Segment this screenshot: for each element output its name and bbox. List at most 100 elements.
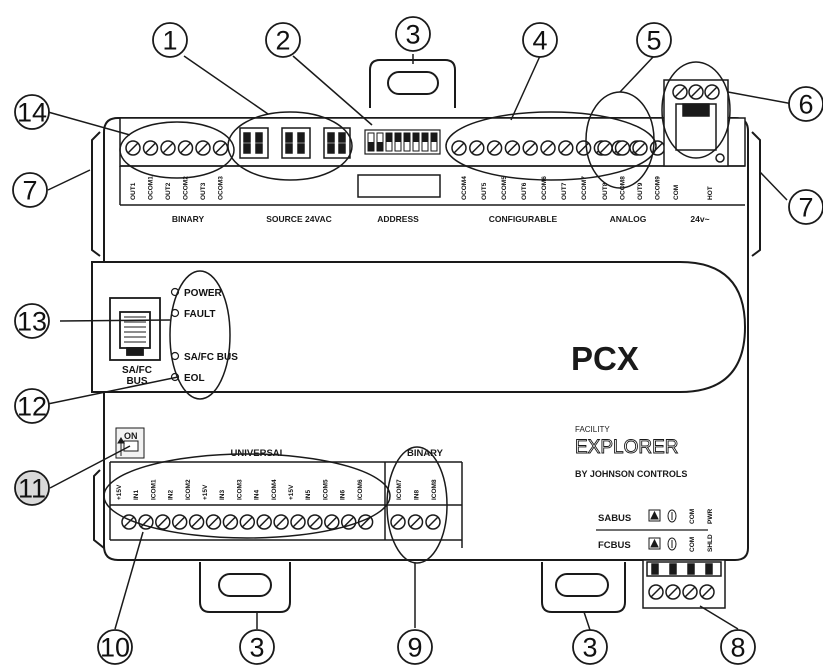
sabus-pwr-label: PWR — [707, 509, 714, 524]
fcbus-label: FCBUS — [598, 540, 631, 551]
terminal-label: +15V — [202, 484, 209, 500]
universal-input-screw[interactable] — [239, 514, 256, 530]
terminal-label: IN5 — [305, 490, 312, 501]
binary-output-screw[interactable] — [142, 140, 159, 156]
callout-number: 3 — [405, 20, 420, 50]
universal-input-screw[interactable] — [138, 514, 154, 530]
source-24vac-jumpers[interactable] — [239, 127, 351, 159]
bottom-mounting-clip-left — [199, 562, 291, 613]
universal-input-screw[interactable] — [256, 514, 272, 530]
configurable-output-screw[interactable] — [575, 140, 592, 156]
binary-output-screw[interactable] — [177, 140, 194, 156]
eol-switch[interactable] — [115, 427, 145, 459]
leader-lines — [37, 54, 794, 631]
dip-switch-lever[interactable] — [403, 132, 411, 152]
callout-number: 11 — [18, 474, 46, 504]
top-mounting-clip — [369, 59, 456, 108]
configurable-output-screw[interactable] — [469, 140, 485, 156]
terminal-label: IN6 — [340, 490, 347, 501]
terminal-label: ICOM7 — [396, 479, 403, 500]
universal-input-screw[interactable] — [273, 514, 289, 530]
configurable-output-screw[interactable] — [540, 140, 556, 156]
terminal-label: HOT — [707, 186, 714, 200]
fcbus-com-label: COM — [689, 537, 696, 552]
led-label-power: POWER — [184, 288, 223, 299]
callout-6: 6 — [788, 86, 823, 122]
analog-output-screw[interactable] — [614, 140, 631, 156]
terminal-label: OCOM1 — [148, 176, 155, 200]
universal-input-screw[interactable] — [290, 514, 306, 530]
universal-input-screw[interactable] — [188, 514, 205, 530]
binary-input-screw[interactable] — [407, 514, 424, 530]
universal-input-screw[interactable] — [324, 514, 340, 530]
callout-9: 9 — [397, 629, 433, 665]
configurable-output-screw[interactable] — [486, 140, 503, 156]
binary-output-screw[interactable] — [125, 140, 141, 156]
binary-output-screw[interactable] — [195, 140, 211, 156]
address-dip-switch[interactable] — [364, 129, 441, 155]
binary-input-screw[interactable] — [390, 514, 406, 530]
dip-switch-lever[interactable] — [376, 132, 384, 152]
source-24vac-label: SOURCE 24VAC — [266, 214, 332, 224]
led-label-sa-fc-bus: SA/FC BUS — [184, 352, 238, 363]
configurable-output-screw[interactable] — [522, 140, 538, 156]
callout-5: 5 — [636, 22, 672, 58]
dip-switch-lever[interactable] — [412, 132, 420, 152]
dip-switch-lever[interactable] — [385, 132, 393, 152]
callout-number: 12 — [17, 392, 47, 422]
fc-bus-connector[interactable] — [642, 559, 726, 609]
top-group-labels: BINARY SOURCE 24VAC ADDRESS CONFIGURABLE… — [172, 214, 710, 224]
terminal-label: ICOM1 — [150, 479, 157, 500]
dip-switch-lever[interactable] — [430, 132, 438, 152]
terminal-label: OUT3 — [200, 182, 207, 200]
terminal-label: OUT8 — [602, 182, 609, 200]
configurable-output-screw[interactable] — [451, 140, 467, 156]
analog-output-screw[interactable] — [632, 140, 648, 156]
binary-input-screw[interactable] — [425, 514, 441, 530]
universal-input-screw[interactable] — [340, 514, 357, 530]
sa-fc-bus-port[interactable] — [109, 297, 161, 361]
terminal-label: OCOM7 — [581, 176, 588, 200]
terminal-label: ICOM4 — [271, 479, 278, 500]
universal-input-screw[interactable] — [171, 514, 188, 530]
callout-8: 8 — [720, 629, 756, 665]
binary-output-screw[interactable] — [212, 140, 229, 156]
address-label: ADDRESS — [377, 214, 419, 224]
configurable-output-screw[interactable] — [504, 140, 521, 156]
terminal-label: IN1 — [133, 490, 140, 501]
24v-power-connector[interactable] — [663, 79, 729, 167]
universal-input-screw[interactable] — [222, 514, 239, 530]
dip-switch-lever[interactable] — [421, 132, 429, 152]
callout-number: 4 — [532, 26, 547, 56]
callout-10: 10 — [97, 629, 133, 665]
analog-output-screw[interactable] — [597, 140, 613, 156]
dip-switch-lever[interactable] — [394, 132, 402, 152]
terminal-label: ICOM8 — [431, 479, 438, 500]
binary-output-terminal-block[interactable] — [125, 140, 229, 156]
terminal-label: OCOM3 — [218, 176, 225, 200]
callout-number: 6 — [798, 90, 813, 120]
terminal-label: OUT2 — [165, 182, 172, 200]
binary-input-terminal-block[interactable] — [390, 514, 441, 530]
universal-input-screw[interactable] — [205, 514, 222, 530]
fcbus-shld-label: SHLD — [707, 534, 714, 552]
sabus-label: SABUS — [598, 513, 631, 524]
universal-input-screw[interactable] — [307, 514, 323, 530]
callout-number: 14 — [17, 98, 47, 128]
callout-number: 5 — [646, 26, 661, 56]
brand-explorer: EXPLORER — [575, 437, 678, 458]
terminal-label: OCOM9 — [655, 176, 662, 200]
terminal-label: OCOM4 — [461, 176, 468, 200]
led-label-eol: EOL — [184, 373, 205, 384]
universal-input-screw[interactable] — [155, 514, 171, 530]
binary-output-screw[interactable] — [160, 140, 176, 156]
address-label-window — [357, 174, 441, 198]
callout-3: 3 — [239, 629, 275, 665]
universal-input-terminal-block[interactable] — [121, 514, 374, 530]
dip-switch-lever[interactable] — [367, 132, 375, 152]
terminal-label: ICOM5 — [322, 479, 329, 500]
configurable-output-screw[interactable] — [558, 140, 574, 156]
